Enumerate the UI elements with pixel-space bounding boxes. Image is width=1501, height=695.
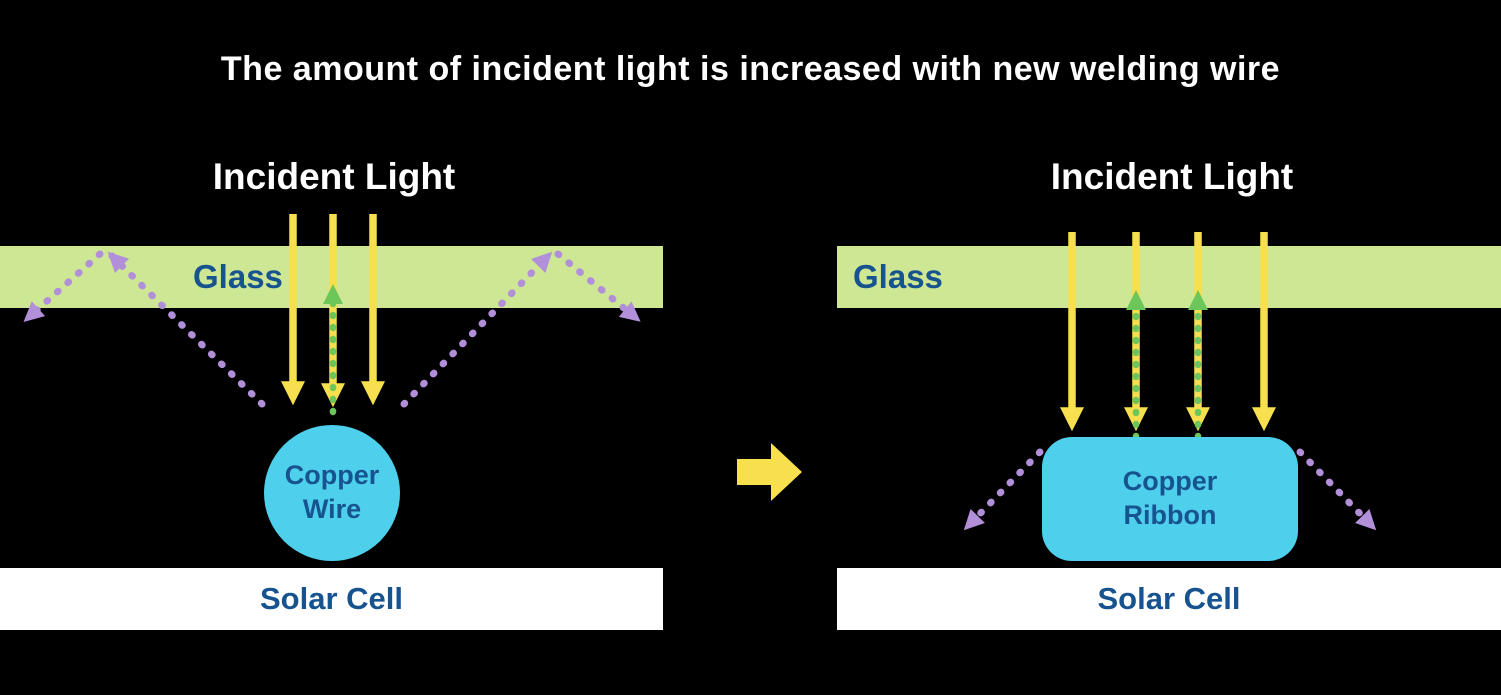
copper-ribbon-label-line2: Ribbon xyxy=(1123,500,1217,530)
right-block-arrow xyxy=(737,443,802,501)
right-glass-label: Glass xyxy=(853,258,943,295)
transition-arrow xyxy=(737,443,802,501)
purple-dashed-arrow xyxy=(963,448,1044,531)
copper-wire-label-line1: Copper xyxy=(284,460,380,491)
right-incident-light-label: Incident Light xyxy=(1050,156,1294,197)
purple-dashed-arrow xyxy=(1296,448,1377,531)
left-glass-band xyxy=(0,246,663,308)
copper-ribbon-shape: Copper Ribbon xyxy=(1042,437,1298,561)
copper-wire-shape: Copper Wire xyxy=(264,425,400,561)
left-solar-cell-band: Solar Cell xyxy=(0,568,663,630)
right-solar-cell-band: Solar Cell xyxy=(837,568,1501,630)
right-solar-cell-label: Solar Cell xyxy=(1097,581,1241,616)
left-solar-cell-label: Solar Cell xyxy=(260,581,403,616)
right-reflected-green-arrows xyxy=(1126,290,1208,441)
diagram-title: The amount of incident light is increase… xyxy=(220,50,1281,88)
right-glass-band xyxy=(837,246,1501,308)
left-glass-label: Glass xyxy=(193,258,283,295)
copper-ribbon-label-line1: Copper xyxy=(1122,466,1218,497)
left-incident-light-label: Incident Light xyxy=(212,156,456,197)
copper-wire-label-line2: Wire xyxy=(302,494,362,524)
